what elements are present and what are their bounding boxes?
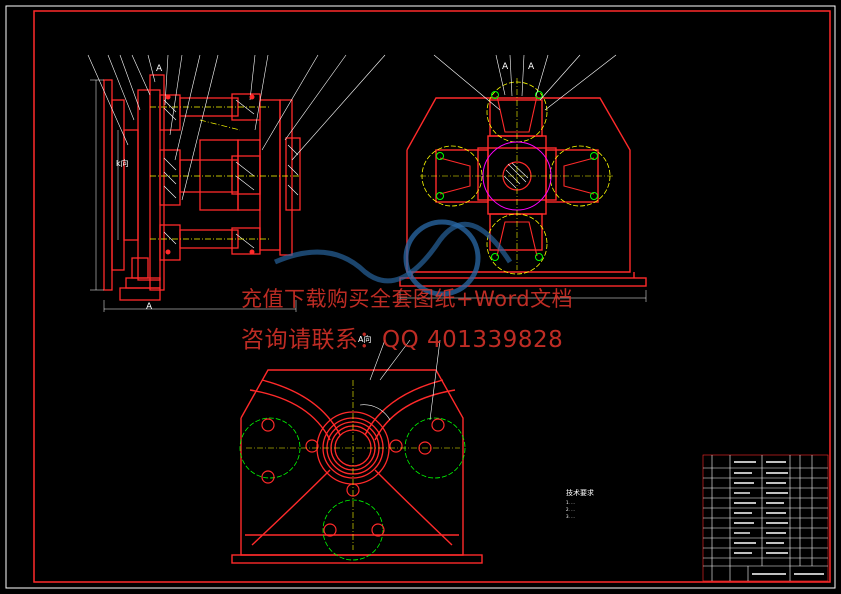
tech-note: 1. ... <box>566 500 575 505</box>
side-view-hatch <box>163 99 299 249</box>
front-view-leaders <box>433 54 617 111</box>
bottom-centerlines <box>246 380 460 550</box>
side-view-centerlines <box>150 106 300 240</box>
side-label: k向 <box>116 159 129 168</box>
title-block-text-marks <box>734 461 824 575</box>
tech-requirements-title: 技术要求 <box>566 489 594 497</box>
front-view-centerlines <box>420 78 615 270</box>
front-view-pitch-circles <box>421 81 611 275</box>
front-view <box>399 97 647 287</box>
tech-note: 3. ... <box>566 514 575 519</box>
watermark-logo <box>403 219 481 297</box>
watermark-line-1: 充值下载购买全套图纸+Word文档 <box>241 287 574 311</box>
section-marker-a: A <box>146 302 153 312</box>
outer-frame <box>5 5 836 589</box>
bottom-leaders <box>359 339 441 421</box>
section-marker-a: A <box>528 62 535 72</box>
watermark-line-2: 咨询请联系：QQ 401339828 <box>241 327 564 353</box>
center-shaft-hatch <box>503 162 529 189</box>
front-view-bolts <box>436 91 598 261</box>
side-view <box>103 74 301 301</box>
side-view-dims <box>90 79 297 312</box>
tech-note: 2. ... <box>566 507 575 512</box>
watermark-logo-stroke <box>274 221 513 284</box>
section-marker-a: A <box>502 62 509 72</box>
front-view-dims <box>399 290 647 302</box>
inner-frame <box>33 10 831 583</box>
section-marker-a: A <box>156 64 163 74</box>
side-view-leaders <box>87 54 386 201</box>
side-view-marks <box>165 94 255 255</box>
bottom-view <box>231 369 483 564</box>
bottom-pitch-circles <box>239 417 466 561</box>
view-title: A向 <box>358 335 372 344</box>
title-block <box>702 454 829 582</box>
